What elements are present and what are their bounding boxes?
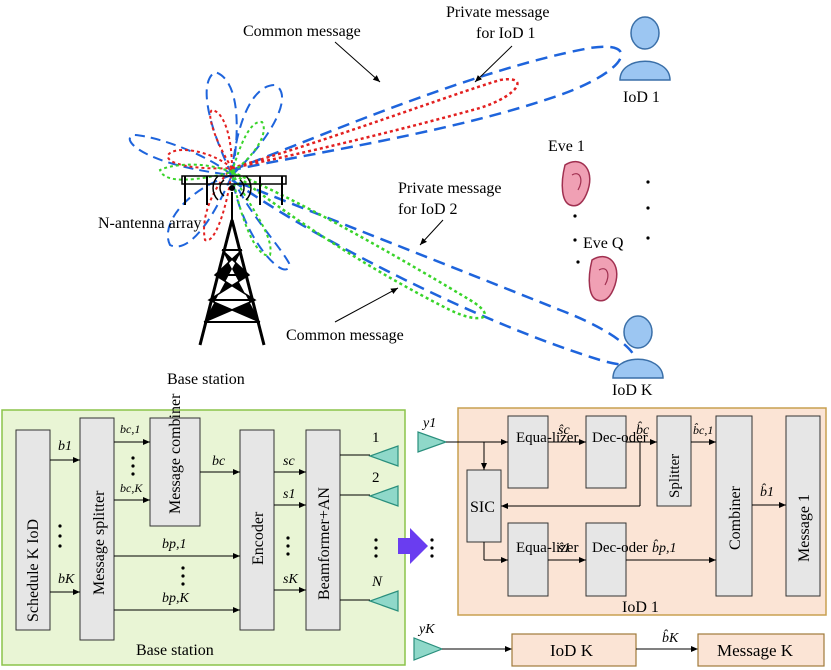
tx-antenna-2 <box>368 485 399 507</box>
ellipsis-dots <box>573 180 650 264</box>
base-station-tower <box>181 175 287 346</box>
rx-sic-label: SIC <box>470 499 495 516</box>
tx-antenna-n <box>368 590 399 612</box>
rx-combiner-box <box>715 415 753 597</box>
tx-encoder-box <box>239 429 275 631</box>
flow-arrow-icon <box>398 528 428 564</box>
label-iodk: IoD K <box>612 382 653 399</box>
bottom-iodk-label: IoD K <box>550 641 594 660</box>
rx-equalizer-top <box>507 415 549 489</box>
label-eveq: Eve Q <box>583 235 624 252</box>
common-beam-lower <box>231 178 636 366</box>
tx-ant-label-n: N <box>371 574 383 590</box>
tx-ant-label-2: 2 <box>372 470 380 486</box>
bottom-sig-bK-hat: b̂K <box>662 629 679 646</box>
rx-combiner-label: Combiner <box>727 485 744 550</box>
tx-schedule-label: Schedule K IoD <box>25 519 42 622</box>
rx-caption: IoD 1 <box>622 599 659 616</box>
private-beam-iod2 <box>158 120 486 320</box>
rx-decoder-bot-label: Dec-oder <box>592 540 648 556</box>
rx-sig-sc-hat: ŝc <box>558 423 570 438</box>
rx-sig-bp1-hat: b̂p,1 <box>652 539 677 556</box>
label-eve1: Eve 1 <box>548 138 585 155</box>
tx-splitter-label: Message splitter <box>91 490 108 595</box>
tx-ant-label-1: 1 <box>372 430 380 446</box>
label-private-msg-iod1-l2: for IoD 1 <box>476 25 536 42</box>
label-common-message-bottom: Common message <box>286 327 404 344</box>
rx-sig-bc1-hat: b̂c,1 <box>693 423 713 437</box>
tx-caption: Base station <box>136 642 214 659</box>
tx-sig-s1: s1 <box>283 487 295 502</box>
bottom-iodk-box <box>511 633 637 667</box>
iod1-person-icon <box>619 16 671 81</box>
rx-sig-b1-hat: b̂1 <box>760 483 774 500</box>
tx-combiner-label: Message combiner <box>167 393 184 514</box>
rx-equalizer-bot <box>507 522 549 597</box>
common-beam-upper <box>231 45 623 172</box>
tx-antenna-1 <box>368 445 399 467</box>
rx-decoder-top <box>585 415 627 489</box>
label-private-msg-iod2-l1: Private message <box>398 180 502 197</box>
tx-beamformer-box <box>305 429 341 631</box>
tx-splitter-box <box>79 417 115 641</box>
rx-splitter-label: Splitter <box>667 454 683 498</box>
label-private-msg-iod1-l1: Private message <box>446 4 550 21</box>
tx-sig-sK: sK <box>283 572 298 587</box>
rx-decoder-bot <box>585 522 627 597</box>
rx-antenna-yK <box>413 637 444 661</box>
eve1-ear-icon <box>561 160 591 207</box>
tx-sig-sc: sc <box>283 454 295 469</box>
tx-combiner-box <box>149 417 201 527</box>
tx-encoder-label: Encoder <box>250 511 267 565</box>
rx-sig-s1-hat: ŝ1 <box>558 541 570 556</box>
label-private-msg-iod2-l2: for IoD 2 <box>398 201 458 218</box>
label-iod1: IoD 1 <box>623 89 660 106</box>
tx-sig-bc: bc <box>212 454 226 469</box>
label-common-message-top: Common message <box>243 23 361 40</box>
tx-schedule-box <box>15 429 51 631</box>
rx-sic-box <box>466 469 502 543</box>
tx-sig-bc1: bc,1 <box>120 422 140 436</box>
eveq-ear-icon <box>588 255 618 302</box>
rx-message1-box <box>785 415 821 597</box>
rx-antenna-y1 <box>417 431 448 453</box>
tx-sig-bp1: bp,1 <box>162 537 187 552</box>
tx-beamformer-label: Beamformer+AN <box>316 487 333 600</box>
rx-sig-bc-hat: b̂c <box>636 421 650 438</box>
tx-dots <box>58 456 378 586</box>
middle-dots <box>430 538 434 558</box>
tx-sig-bcK: bc,K <box>120 481 143 495</box>
rx-splitter-box <box>656 415 692 507</box>
private-beam-iod1 <box>166 77 519 242</box>
label-base-station-top: Base station <box>167 371 245 388</box>
rx-equalizer-bot-label: Equa-lizer <box>516 540 578 556</box>
bottom-messagek-box <box>697 633 825 667</box>
tx-sig-bK: bK <box>58 572 75 587</box>
tx-sig-b1: b1 <box>58 439 72 454</box>
iodk-person-icon <box>612 315 664 379</box>
tx-sig-bpK: bp,K <box>162 591 190 606</box>
rx-sig-y1: y1 <box>421 416 436 431</box>
bottom-messagek-label: Message K <box>717 641 794 660</box>
bottom-sig-yK: yK <box>417 622 435 637</box>
rx-message1-label: Message 1 <box>796 494 813 562</box>
label-n-antenna-array: N-antenna array <box>98 215 202 232</box>
